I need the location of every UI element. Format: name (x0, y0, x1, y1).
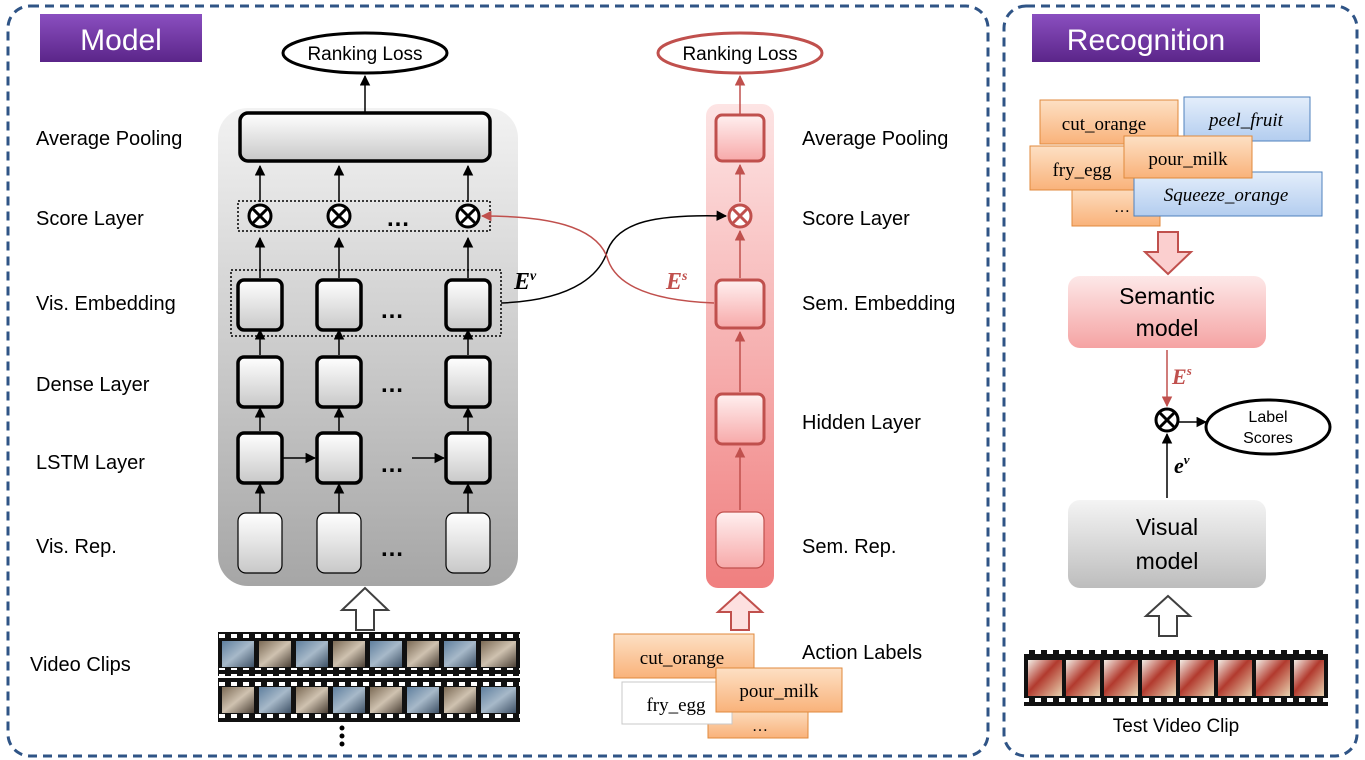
svg-text:…: … (1114, 199, 1130, 216)
ellipsis-lstm: … (380, 451, 404, 478)
recognition-card-peel-fruit: peel_fruit (1183, 96, 1311, 142)
label-score-layer-left: Score Layer (36, 208, 144, 230)
recognition-card-pour-milk: pour_milk (1123, 135, 1253, 179)
ev-symbol: Ev (513, 269, 537, 295)
label-sem-rep: Sem. Rep. (802, 536, 896, 558)
svg-text:…: … (752, 718, 768, 735)
ev-connection (500, 210, 728, 304)
dense-cell (444, 355, 492, 409)
score-layer-group (237, 200, 491, 232)
score-multiply-icon (247, 203, 273, 229)
visual-model-box: Visual model (1068, 500, 1266, 588)
model-panel (6, 4, 990, 758)
visual-model-column (218, 108, 518, 586)
svg-text:cut_orange: cut_orange (640, 648, 724, 669)
ranking-loss-semantic: Ranking Loss (656, 31, 824, 75)
recognition-multiply-icon (1154, 407, 1180, 433)
ellipsis-score: … (386, 205, 410, 232)
recognition-card-squeeze-orange: Squeeze_orange (1133, 171, 1323, 217)
label-vis-rep: Vis. Rep. (36, 536, 117, 558)
sem-score-multiply-icon (727, 203, 753, 229)
semantic-model-box: Semantic model (1068, 276, 1266, 348)
sem-rep-cell (715, 511, 765, 569)
svg-text:model: model (1136, 315, 1199, 341)
ellipsis-embedding: … (380, 297, 404, 324)
score-multiply-icon (326, 203, 352, 229)
label-hidden-layer: Hidden Layer (802, 412, 921, 434)
test-video-clip-label: Test Video Clip (1113, 716, 1239, 737)
vis-embedding-cell (236, 278, 284, 332)
svg-text:Recognition: Recognition (1067, 24, 1225, 57)
label-vis-embedding: Vis. Embedding (36, 293, 176, 315)
ellipsis-vis-rep: … (380, 535, 404, 562)
model-title: Model (40, 14, 202, 62)
label-dense-layer: Dense Layer (36, 374, 150, 396)
recognition-card-cut-orange: cut_orange (1039, 99, 1179, 145)
svg-text:Model: Model (80, 24, 162, 57)
labels-to-semantic-arrow (1142, 231, 1194, 276)
dense-cell (315, 355, 363, 409)
score-multiply-icon (455, 203, 481, 229)
vertical-ellipsis (339, 725, 345, 747)
label-scores-node: Label Scores (1204, 398, 1332, 456)
label-average-pooling-right: Average Pooling (802, 128, 948, 150)
label-video-clips: Video Clips (30, 654, 131, 676)
sem-embedding-cell (714, 278, 766, 330)
lstm-cell (236, 431, 284, 485)
label-lstm-layer: LSTM Layer (36, 452, 145, 474)
svg-text:Squeeze_orange: Squeeze_orange (1164, 185, 1289, 206)
es-connection (480, 210, 715, 304)
vis-embedding-cell (315, 278, 363, 332)
visual-column-2 (315, 164, 363, 574)
visual-column-1 (236, 164, 284, 574)
svg-text:Visual: Visual (1136, 514, 1198, 540)
recognition-es-symbol: Es (1171, 363, 1192, 389)
video-input-arrow (339, 586, 391, 631)
labels-input-arrow (715, 590, 765, 631)
es-symbol: Es (665, 269, 688, 295)
ellipsis-dense: … (380, 371, 404, 398)
svg-text:pour_milk: pour_milk (739, 681, 819, 702)
recognition-title: Recognition (1032, 14, 1260, 62)
svg-text:fry_egg: fry_egg (1052, 160, 1112, 181)
svg-text:Ranking Loss: Ranking Loss (682, 44, 797, 65)
svg-text:Label: Label (1248, 409, 1287, 426)
action-label-card-fry-egg: fry_egg (621, 681, 733, 725)
test-video-clip-strip (1024, 650, 1328, 706)
recognition-ev-symbol: ev (1174, 452, 1190, 478)
average-pooling-bar (238, 111, 492, 163)
svg-text:fry_egg: fry_egg (646, 695, 706, 716)
video-clip-strip-1 (218, 632, 520, 676)
label-score-layer-right: Score Layer (802, 208, 910, 230)
vis-rep-cell (445, 512, 491, 574)
label-sem-embedding: Sem. Embedding (802, 293, 955, 315)
lstm-cell (315, 431, 363, 485)
dense-cell (236, 355, 284, 409)
test-clip-input-arrow (1143, 594, 1193, 637)
sem-hidden-cell (714, 392, 766, 446)
svg-text:Semantic: Semantic (1119, 283, 1215, 309)
svg-text:cut_orange: cut_orange (1062, 114, 1146, 135)
svg-text:peel_fruit: peel_fruit (1207, 110, 1284, 131)
vis-rep-cell (316, 512, 362, 574)
label-action-labels: Action Labels (802, 642, 922, 664)
visual-column-3 (444, 164, 492, 574)
vis-embedding-cell (444, 278, 492, 332)
recognition-card-fry-egg: fry_egg (1029, 145, 1139, 191)
video-clip-strip-2 (218, 678, 520, 722)
svg-text:model: model (1136, 548, 1199, 574)
svg-text:Scores: Scores (1243, 430, 1293, 447)
ranking-loss-visual: Ranking Loss (281, 31, 449, 75)
label-average-pooling-left: Average Pooling (36, 128, 182, 150)
lstm-cell (444, 431, 492, 485)
recognition-panel (1002, 4, 1359, 758)
vis-rep-cell (237, 512, 283, 574)
svg-text:Ranking Loss: Ranking Loss (307, 44, 422, 65)
svg-text:pour_milk: pour_milk (1148, 149, 1228, 170)
sem-average-pooling-cell (714, 113, 766, 163)
action-label-card-pour-milk: pour_milk (715, 667, 843, 713)
